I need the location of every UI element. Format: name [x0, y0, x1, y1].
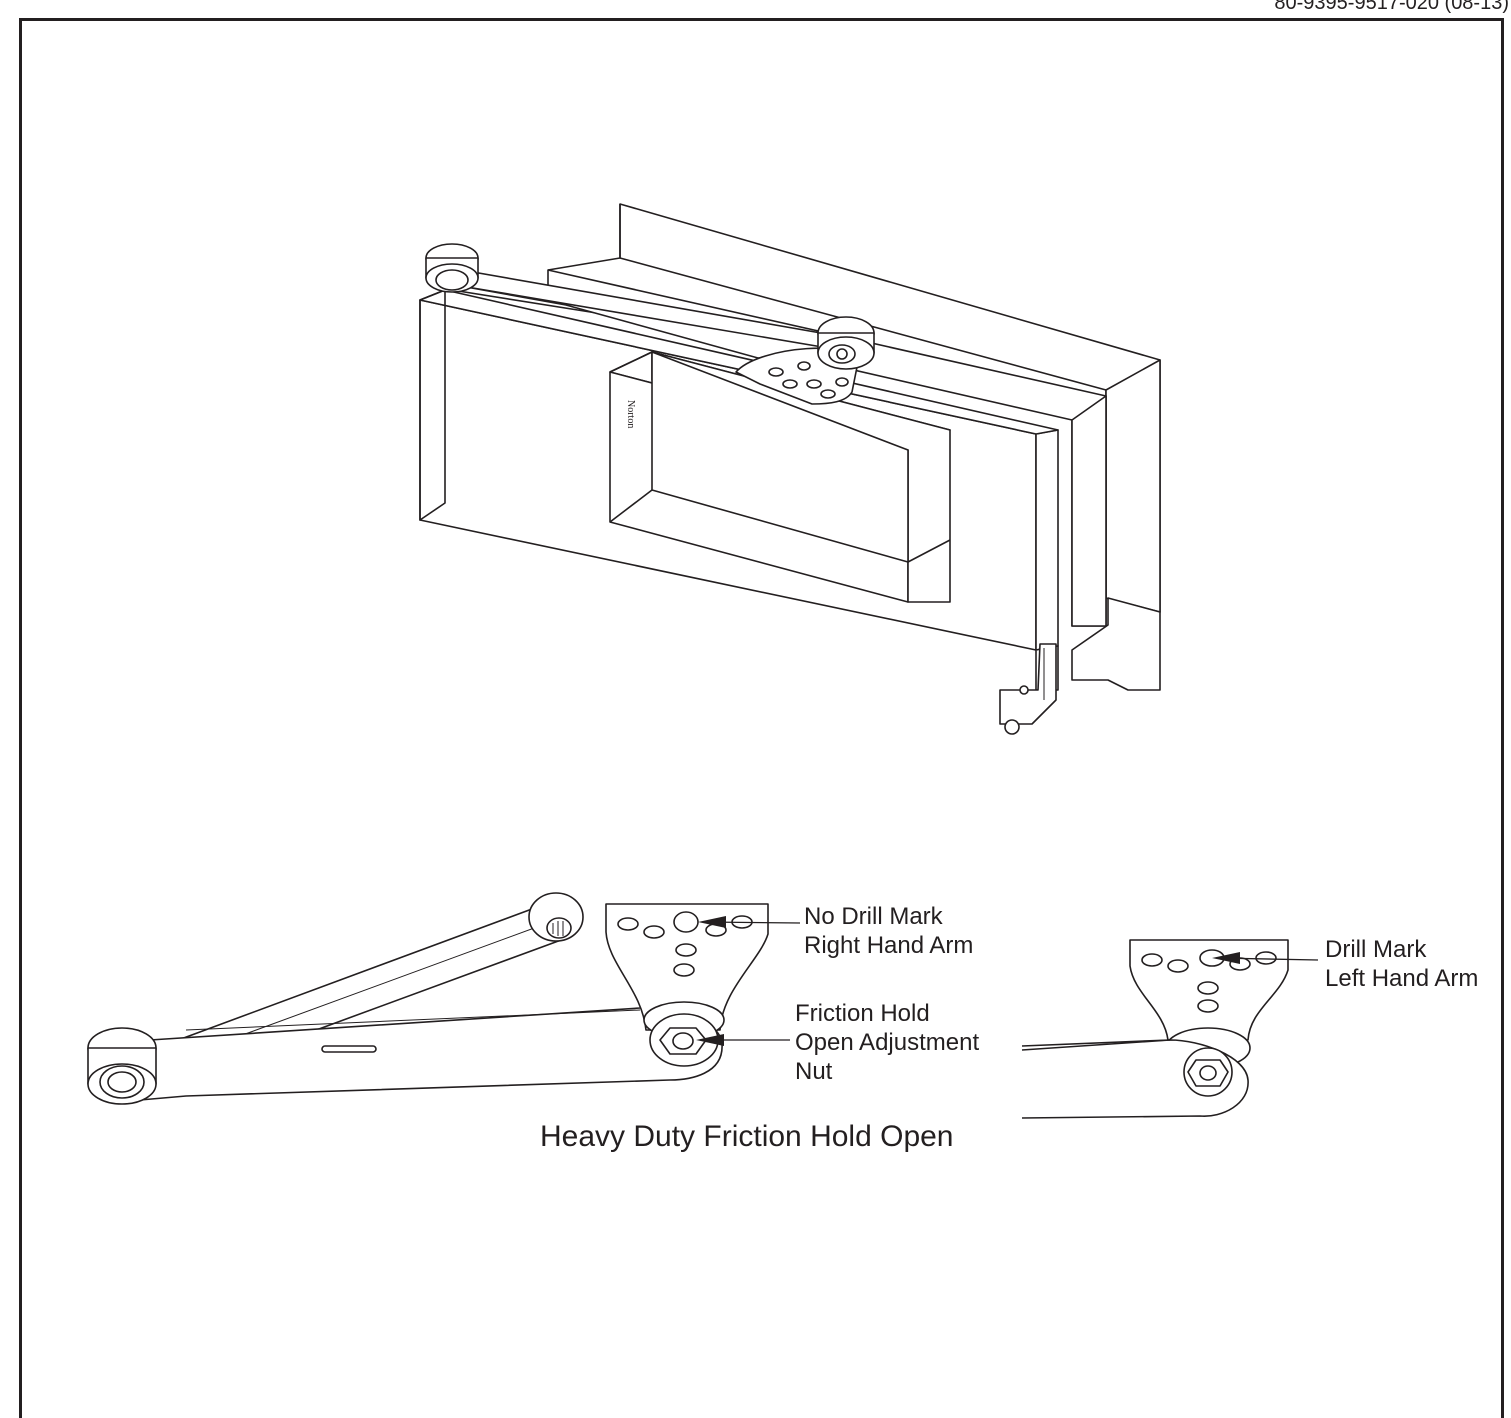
- closer-brand-logo: Norton: [625, 400, 636, 428]
- figure-caption: Heavy Duty Friction Hold Open: [540, 1120, 954, 1153]
- door-closer-assembly-illustration: Norton: [419, 203, 1161, 735]
- no-drill-mark-line-1: No Drill Mark: [804, 903, 943, 930]
- friction-hold-open-arm-drawing: [87, 892, 769, 1105]
- closer-arm-drawing: [425, 243, 875, 405]
- leader-lines: [696, 916, 1319, 1046]
- closer-body-drawing: Norton: [609, 351, 951, 603]
- no-drill-mark-line-2: Right Hand Arm: [804, 932, 974, 959]
- drill-mark-line-1: Drill Mark: [1325, 936, 1427, 963]
- left-hand-arm-detail-drawing: [1021, 939, 1289, 1119]
- no-drill-mark-label: No Drill Mark Right Hand Arm: [804, 902, 973, 960]
- page-border: [19, 18, 1504, 1418]
- friction-hold-line-1: Friction Hold: [795, 1000, 930, 1027]
- friction-hold-line-3: Nut: [795, 1058, 833, 1085]
- friction-hold-label: Friction Hold Open Adjustment Nut: [795, 999, 979, 1086]
- drill-mark-line-2: Left Hand Arm: [1325, 965, 1479, 992]
- document-number: 80-9395-9517-020 (08-13): [1274, 0, 1509, 14]
- drill-mark-label: Drill Mark Left Hand Arm: [1325, 935, 1478, 993]
- friction-hold-line-2: Open Adjustment: [795, 1029, 980, 1056]
